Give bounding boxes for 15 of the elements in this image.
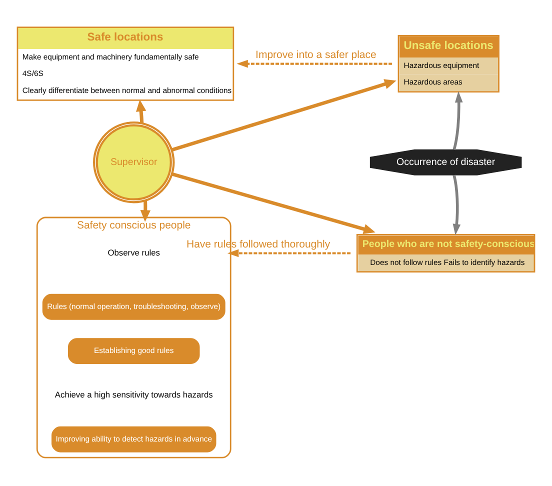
node-circle: Supervisor [93, 121, 175, 203]
node-box: Establishing good rules [68, 338, 200, 364]
arrow [171, 78, 396, 152]
arrow [227, 248, 351, 257]
arrow [140, 200, 151, 222]
arrow [452, 90, 463, 150]
edge-label: Improve into a safer place [256, 48, 376, 61]
arrow [136, 99, 146, 123]
arrow [452, 174, 461, 235]
node-box: Rules (normal operation, troubleshooting, observe) [42, 293, 226, 320]
arrow [172, 172, 376, 234]
label: Achieve a high sensitivity towards hazards [54, 388, 213, 399]
node-box: Improving ability to detect hazards in advance [52, 426, 216, 452]
label: Observe rules [108, 246, 160, 257]
arrow [236, 59, 392, 68]
